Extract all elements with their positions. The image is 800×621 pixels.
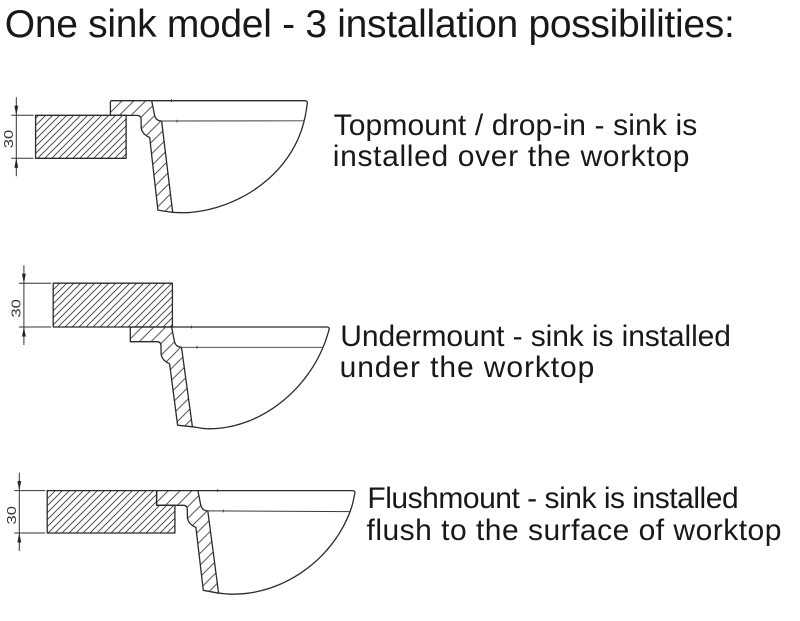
- svg-text:30: 30: [2, 130, 16, 148]
- svg-text:30: 30: [9, 299, 23, 317]
- svg-text:30: 30: [5, 506, 19, 524]
